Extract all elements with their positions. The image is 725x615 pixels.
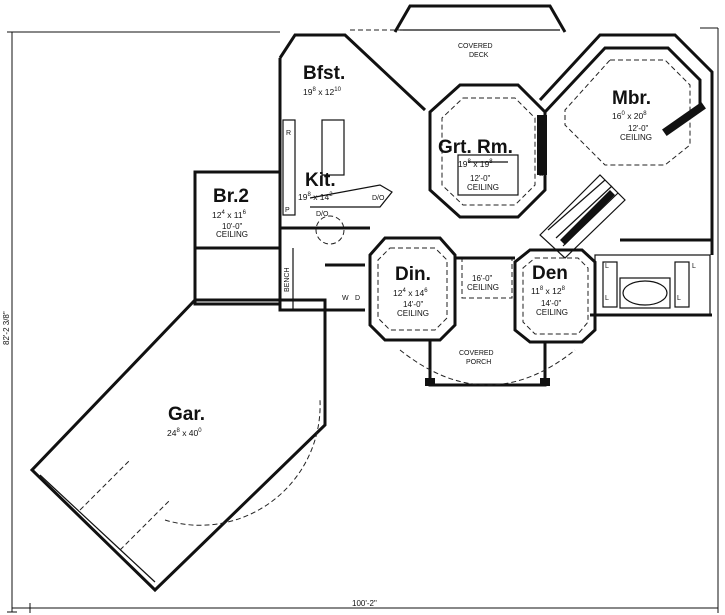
room-labels: COVERED DECK Bfst. 198 x 1210 Kit. 198 x… [2, 43, 696, 608]
master-tray [564, 59, 706, 166]
p-label: P [285, 207, 290, 214]
br2-ceiling-label: CEILING [216, 230, 248, 239]
dimension-lines [7, 27, 719, 613]
mbr-ceiling: 12'-0" [628, 124, 649, 133]
din-dims: 124 x 146 [393, 288, 428, 298]
b-label-3: B [539, 171, 544, 178]
bathtub [602, 261, 690, 309]
do-label: D/O [316, 211, 329, 218]
l-label-4: L [692, 263, 696, 270]
foyer-ceiling: 16'-0" [472, 274, 493, 283]
den-dims: 118 x 128 [531, 286, 566, 296]
depth-dimension: 82'-2 3/8" [2, 311, 11, 345]
bfst-name: Bfst. [303, 63, 345, 84]
kit-dims: 198 x 142 [298, 192, 333, 202]
den-ceiling-label: CEILING [536, 308, 568, 317]
br2-ceiling: 10'-0" [222, 222, 243, 231]
gar-dims: 248 x 400 [167, 428, 202, 438]
grt-dims: 198 x 198 [458, 159, 493, 169]
dining-outline [368, 236, 457, 342]
den-outline [513, 248, 597, 344]
din-name: Din. [395, 264, 431, 285]
b-label-1: B [539, 121, 544, 128]
foyer-ceiling-label: CEILING [467, 283, 499, 292]
din-ceiling: 14'-0" [403, 300, 424, 309]
bench-label: BENCH [284, 267, 291, 292]
covered-porch-label-2: PORCH [466, 359, 491, 366]
washer-label: W [342, 295, 349, 302]
l-label-2: L [677, 295, 681, 302]
kitchen-fixtures [282, 119, 393, 245]
do-label-2: D/O [372, 195, 385, 202]
house-walls [193, 33, 714, 317]
l-label-3: L [605, 263, 609, 270]
den-ceiling: 14'-0" [541, 299, 562, 308]
garage-outline [29, 298, 327, 593]
grt-ceiling-label: CEILING [467, 183, 499, 192]
covered-porch-label-1: COVERED [459, 350, 494, 357]
stairs [539, 174, 626, 259]
mbr-name: Mbr. [612, 88, 651, 109]
great-room-outline [428, 83, 547, 219]
covered-deck [350, 4, 567, 33]
l-label-1: L [605, 295, 609, 302]
din-ceiling-label: CEILING [397, 309, 429, 318]
mbr-dims: 160 x 208 [612, 111, 647, 121]
r-label: R [286, 130, 291, 137]
mbr-ceiling-label: CEILING [620, 133, 652, 142]
covered-deck-label-1: COVERED [458, 43, 493, 50]
width-dimension: 100'-2" [352, 599, 377, 608]
grt-name: Grt. Rm. [438, 137, 513, 158]
br2-dims: 124 x 116 [212, 210, 247, 220]
covered-porch [399, 340, 576, 387]
dryer-label: D [355, 295, 360, 302]
foyer-outline [455, 256, 515, 299]
covered-deck-label-2: DECK [469, 52, 489, 59]
grt-ceiling: 12'-0" [470, 174, 491, 183]
br2-name: Br.2 [213, 186, 249, 207]
bfst-dims: 198 x 1210 [303, 87, 342, 97]
b-label-2: B [539, 145, 544, 152]
kit-name: Kit. [305, 170, 336, 191]
gar-name: Gar. [168, 404, 205, 425]
den-name: Den [532, 263, 568, 284]
